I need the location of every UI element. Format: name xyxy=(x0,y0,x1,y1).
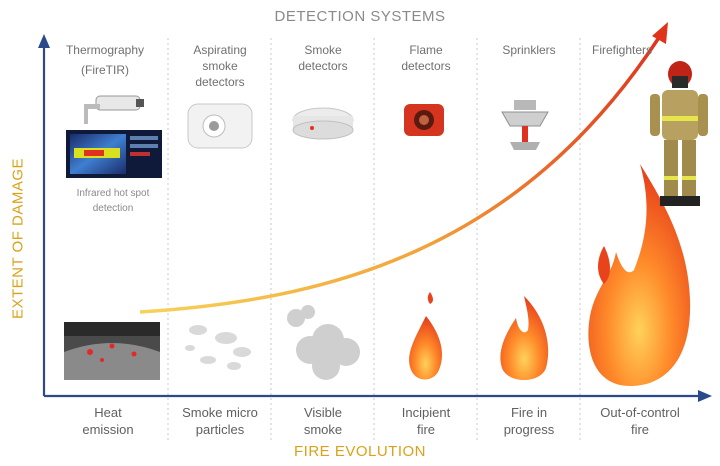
firefighter-image xyxy=(650,61,708,206)
fire-in-progress-image xyxy=(500,296,549,380)
detection-system-aspirating: Aspirating smoke detectors xyxy=(193,43,247,89)
detection-system-firefighters: Firefighters xyxy=(591,43,653,57)
flame-detector-icon xyxy=(404,104,444,136)
axes xyxy=(42,44,700,398)
fire-stage-fire-in-progress: Fire in progress xyxy=(503,405,555,437)
detection-system-thermography: Thermography (FireTIR) xyxy=(65,43,145,77)
thermal-screen-icon xyxy=(66,130,162,178)
heat-emission-image xyxy=(64,322,160,380)
detection-systems-title: DETECTION SYSTEMS xyxy=(274,8,446,25)
damage-curve xyxy=(139,35,662,314)
detection-system-flame: Flame detectors xyxy=(401,43,451,73)
visible-smoke-image xyxy=(287,305,360,380)
smoke-particles-image xyxy=(185,325,251,370)
detection-system-sprinklers: Sprinklers xyxy=(502,43,556,57)
fire-stage-heat-emission: Heat emission xyxy=(82,405,134,437)
column-dividers xyxy=(167,38,581,440)
thermal-camera-icon xyxy=(84,95,144,124)
fire-stage-out-of-control-fire: Out-of-control fire xyxy=(600,405,680,437)
smoke-detector-icon xyxy=(292,107,354,140)
aspirating-detector-icon xyxy=(187,103,253,149)
detection-system-smoke: Smoke detectors xyxy=(298,43,348,73)
y-axis-arrow xyxy=(38,34,50,48)
x-axis-arrow xyxy=(698,390,712,402)
incipient-fire-image xyxy=(409,292,442,380)
x-axis-label: FIRE EVOLUTION xyxy=(293,443,427,460)
sprinkler-icon xyxy=(501,100,549,150)
out-of-control-fire-image xyxy=(588,164,691,386)
fire-stage-visible-smoke: Visible smoke xyxy=(303,405,343,437)
damage-curve-arrow xyxy=(652,22,668,44)
thermography-note: Infrared hot spot detection xyxy=(76,188,150,214)
fire-stage-incipient-fire: Incipient fire xyxy=(401,405,451,437)
fire-stage-smoke-micro-particles: Smoke micro particles xyxy=(182,405,258,437)
